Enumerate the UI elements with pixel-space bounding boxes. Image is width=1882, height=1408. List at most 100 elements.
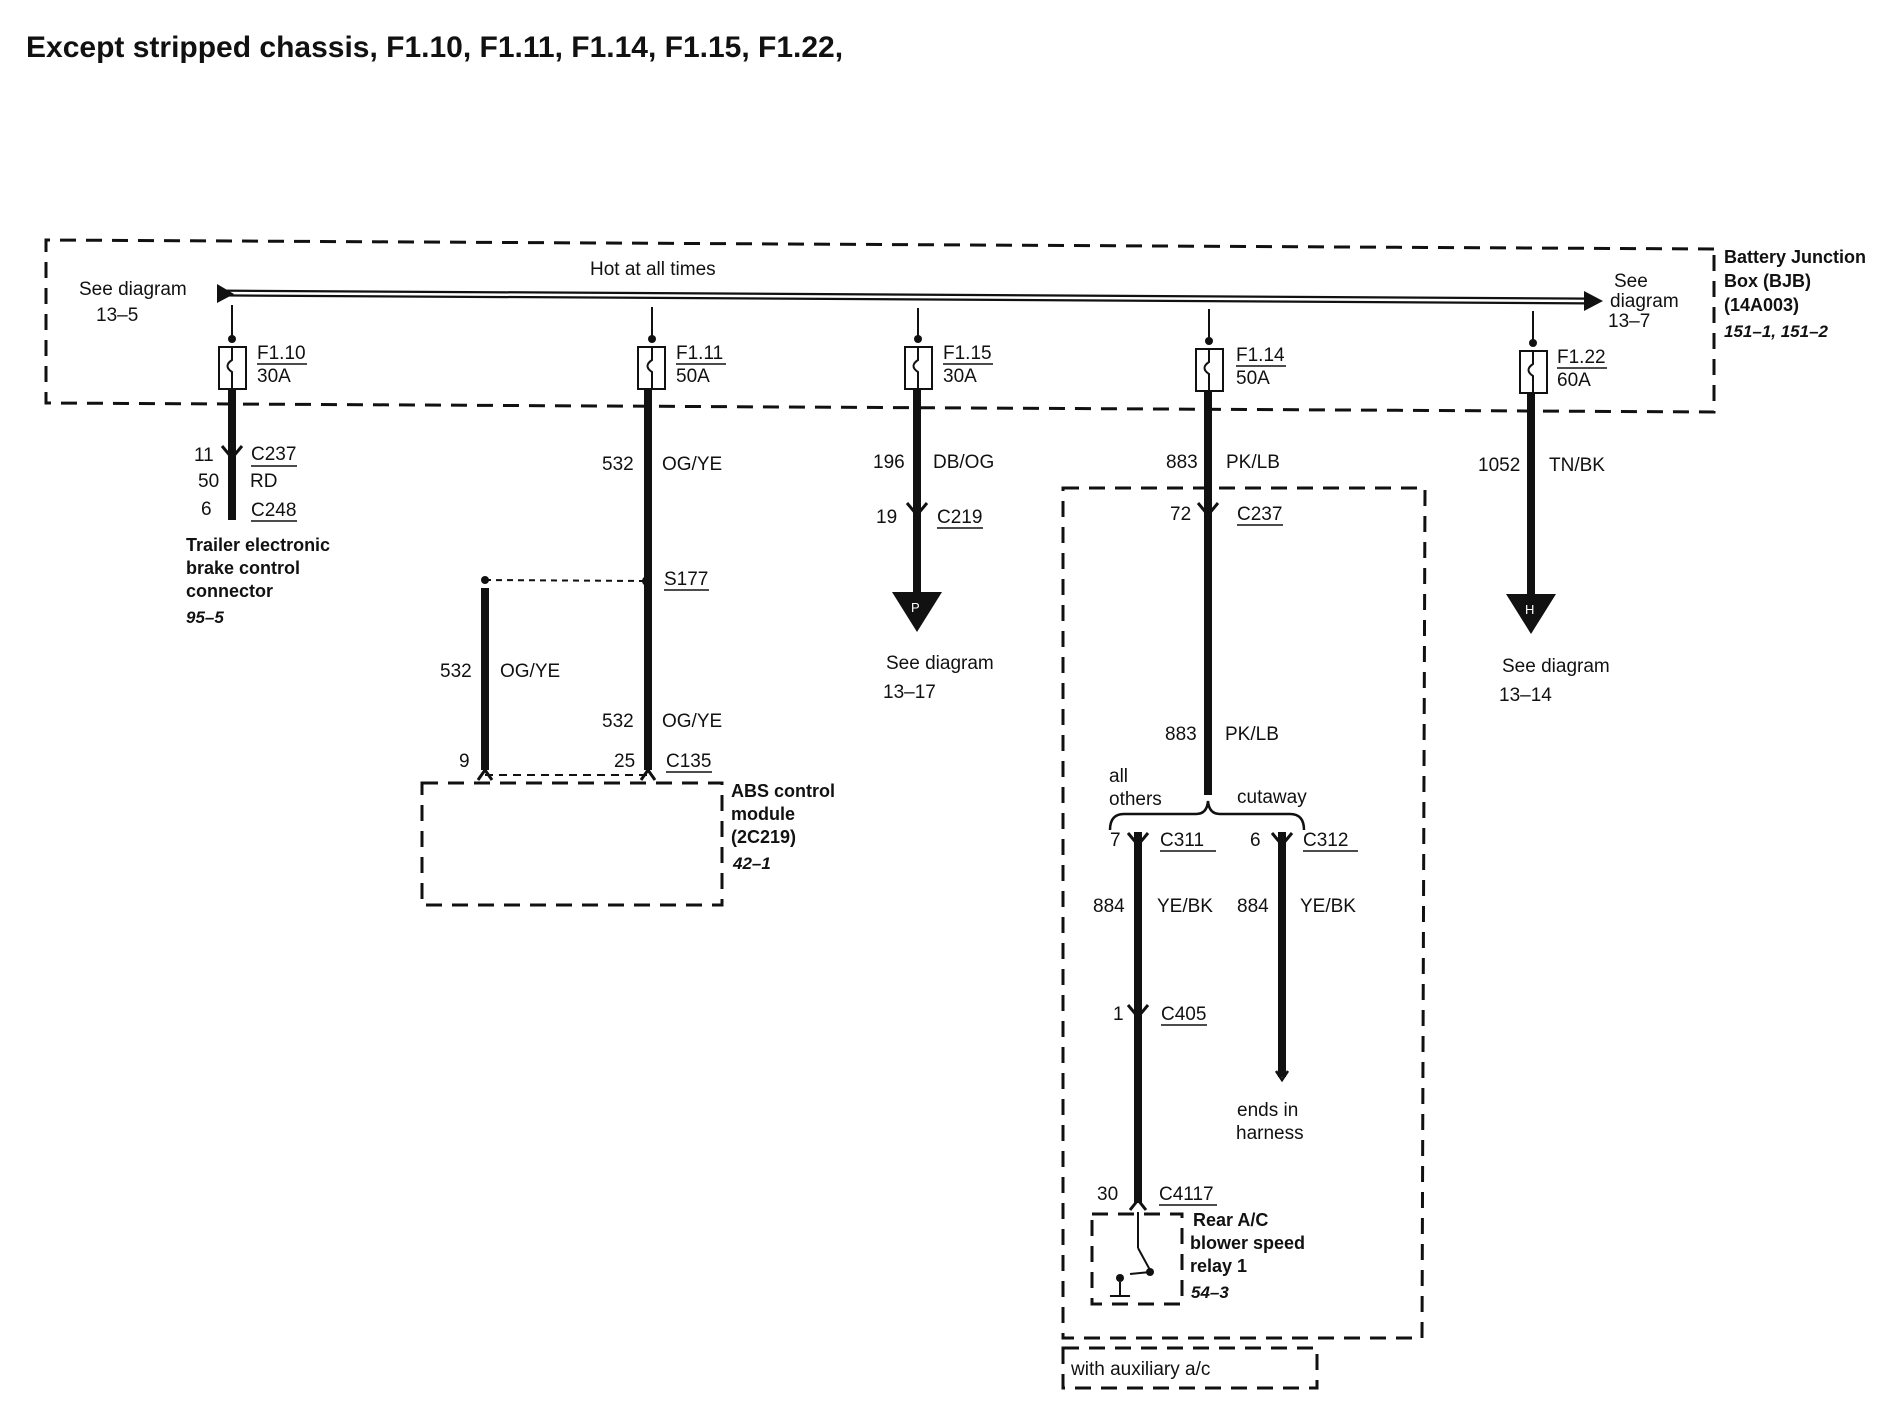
svg-text:30A: 30A: [257, 366, 291, 387]
svg-text:884: 884: [1237, 896, 1269, 917]
svg-text:cutaway: cutaway: [1237, 787, 1307, 808]
svg-text:P: P: [911, 600, 920, 615]
svg-text:YE/BK: YE/BK: [1300, 896, 1356, 917]
svg-text:60A: 60A: [1557, 370, 1591, 391]
svg-text:1052: 1052: [1478, 455, 1520, 476]
svg-text:883: 883: [1166, 452, 1198, 473]
fuse-f1-10: F1.10 30A: [218, 305, 307, 390]
branch-h: 1052 TN/BK H See diagram 13–14: [1478, 393, 1610, 706]
svg-text:884: 884: [1093, 896, 1125, 917]
svg-text:C405: C405: [1161, 1004, 1206, 1025]
svg-text:C237: C237: [1237, 504, 1282, 525]
branch-p: 196 DB/OG 19 C219 P See diagram 13–17: [873, 389, 994, 703]
svg-text:relay 1: relay 1: [1190, 1256, 1247, 1276]
svg-text:54–3: 54–3: [1191, 1283, 1229, 1302]
svg-text:connector: connector: [186, 581, 273, 601]
svg-text:C4117: C4117: [1159, 1184, 1214, 1205]
svg-text:S177: S177: [664, 569, 708, 590]
bus-output-arrow: [1584, 291, 1603, 311]
svg-text:(14A003): (14A003): [1724, 295, 1799, 315]
svg-text:See diagram: See diagram: [1502, 656, 1610, 677]
svg-text:ABS control: ABS control: [731, 781, 835, 801]
svg-text:532: 532: [602, 454, 634, 475]
svg-text:30A: 30A: [943, 366, 977, 387]
svg-text:6: 6: [1250, 830, 1261, 851]
svg-text:532: 532: [602, 711, 634, 732]
svg-text:50A: 50A: [676, 366, 710, 387]
svg-text:diagram: diagram: [1610, 291, 1679, 312]
svg-text:F1.22: F1.22: [1557, 347, 1606, 368]
svg-text:PK/LB: PK/LB: [1226, 452, 1280, 473]
svg-text:532: 532: [440, 661, 472, 682]
svg-text:F1.15: F1.15: [943, 343, 992, 364]
svg-text:19: 19: [876, 507, 897, 528]
arrow-h: [1506, 594, 1556, 634]
branch-abs-module: 532 OG/YE S177 532 OG/YE 532 OG/YE 9 25 …: [420, 389, 835, 907]
svg-text:See diagram: See diagram: [886, 653, 994, 674]
aux-ac-box: [1061, 486, 1427, 1340]
hot-bus: [217, 284, 1603, 311]
svg-text:others: others: [1109, 789, 1162, 810]
svg-text:72: 72: [1170, 504, 1191, 525]
relay-box: [1090, 1212, 1184, 1306]
svg-text:50A: 50A: [1236, 368, 1270, 389]
svg-text:196: 196: [873, 452, 905, 473]
svg-text:RD: RD: [250, 471, 277, 492]
svg-text:PK/LB: PK/LB: [1225, 724, 1279, 745]
svg-text:13–7: 13–7: [1608, 311, 1650, 332]
svg-text:OG/YE: OG/YE: [500, 661, 560, 682]
svg-text:Rear A/C: Rear A/C: [1193, 1210, 1268, 1230]
arrow-p: [892, 592, 942, 632]
svg-text:C219: C219: [937, 507, 982, 528]
page-title: Except stripped chassis, F1.10, F1.11, F…: [26, 31, 843, 64]
svg-text:brake control: brake control: [186, 558, 300, 578]
fuse-f1-15: F1.15 30A: [904, 308, 993, 390]
svg-text:TN/BK: TN/BK: [1549, 455, 1605, 476]
bus-input-arrow: [217, 284, 234, 303]
svg-text:module: module: [731, 804, 795, 824]
svg-text:ends in: ends in: [1237, 1100, 1298, 1121]
svg-text:OG/YE: OG/YE: [662, 711, 722, 732]
bus-right-reference: See diagram 13–7: [1608, 271, 1679, 332]
branch-trailer-brake: 11 C237 50 RD 6 C248 Trailer electronic …: [186, 389, 330, 627]
svg-text:11: 11: [194, 445, 214, 466]
svg-text:151–1, 151–2: 151–1, 151–2: [1724, 322, 1829, 341]
fuse-f1-11: F1.11 50A: [637, 307, 726, 390]
svg-text:30: 30: [1097, 1184, 1118, 1205]
svg-text:OG/YE: OG/YE: [662, 454, 722, 475]
svg-text:25: 25: [614, 751, 635, 772]
svg-text:95–5: 95–5: [186, 608, 224, 627]
svg-text:YE/BK: YE/BK: [1157, 896, 1213, 917]
svg-text:See diagram: See diagram: [79, 279, 187, 300]
svg-text:Trailer electronic: Trailer electronic: [186, 535, 330, 555]
svg-text:C312: C312: [1303, 830, 1348, 851]
svg-text:F1.14: F1.14: [1236, 345, 1285, 366]
bus-label: Hot at all times: [590, 259, 716, 280]
svg-text:F1.10: F1.10: [257, 343, 306, 364]
svg-text:7: 7: [1110, 830, 1121, 851]
svg-text:50: 50: [198, 471, 219, 492]
abs-module-box: [420, 781, 724, 907]
fuse-f1-22: F1.22 60A: [1519, 311, 1607, 394]
svg-text:all: all: [1109, 766, 1128, 787]
svg-text:Battery Junction: Battery Junction: [1724, 247, 1866, 267]
svg-text:F1.11: F1.11: [676, 343, 723, 364]
svg-text:C248: C248: [251, 500, 296, 521]
svg-text:blower speed: blower speed: [1190, 1233, 1305, 1253]
svg-text:42–1: 42–1: [732, 854, 771, 873]
svg-text:with auxiliary a/c: with auxiliary a/c: [1070, 1359, 1210, 1380]
svg-text:H: H: [1525, 602, 1534, 617]
aux-ac-label-box: [1061, 1346, 1319, 1390]
bjb-outline: [44, 238, 1716, 414]
svg-text:Box (BJB): Box (BJB): [1724, 271, 1811, 291]
svg-text:(2C219): (2C219): [731, 827, 796, 847]
svg-text:9: 9: [459, 751, 470, 772]
svg-text:harness: harness: [1236, 1123, 1304, 1144]
svg-text:C311: C311: [1160, 830, 1204, 851]
svg-text:13–5: 13–5: [96, 305, 138, 326]
bus-left-reference: See diagram 13–5: [79, 279, 187, 326]
svg-text:13–14: 13–14: [1499, 685, 1552, 706]
fuse-f1-14: F1.14 50A: [1195, 309, 1286, 392]
branch-rear-ac: with auxiliary a/c 883 PK/LB 72 C237 883…: [1061, 391, 1427, 1390]
